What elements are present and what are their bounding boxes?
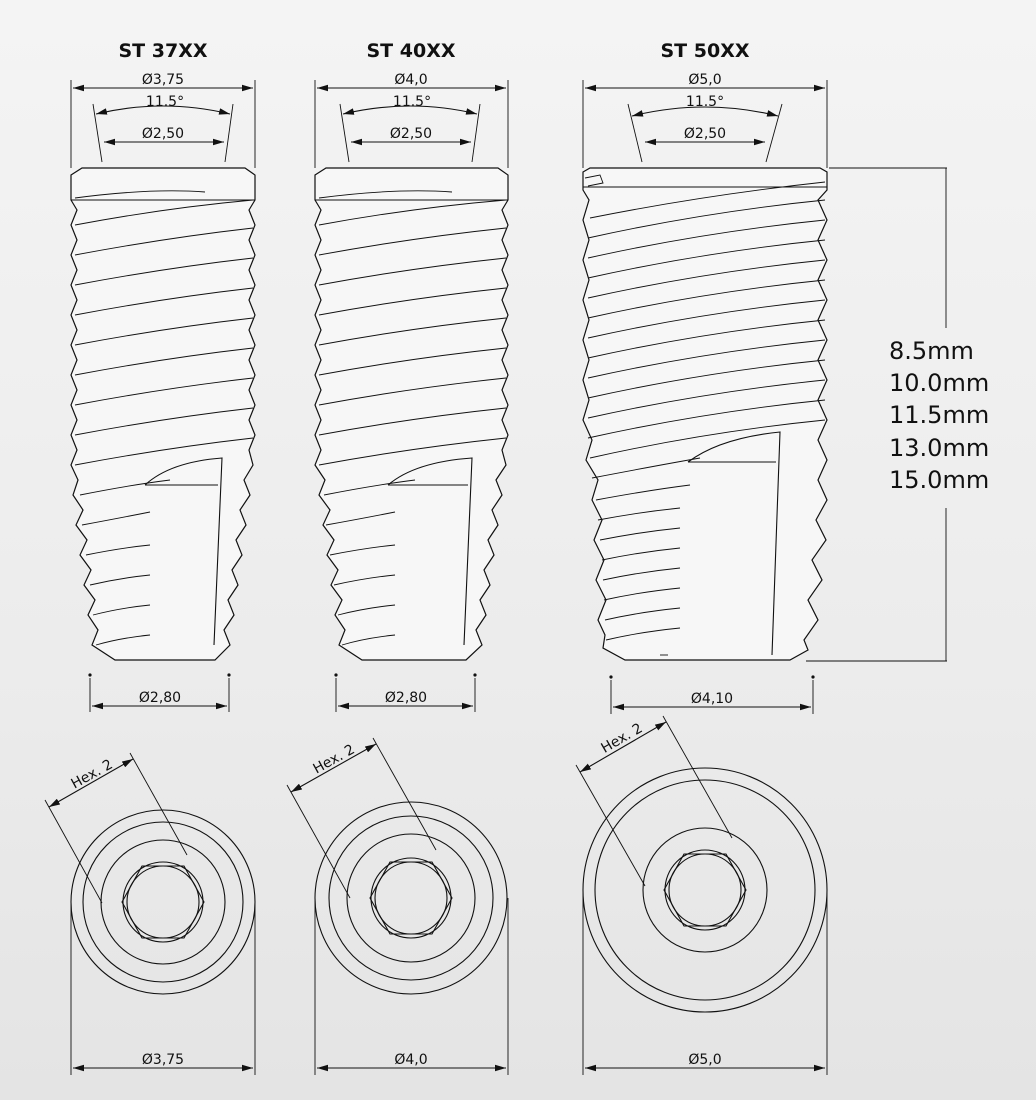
implant-st40xx: ST 40XX Ø4,0 11.5° Ø2,50 — [286, 40, 509, 1075]
inner-diameter-label: Ø2,50 — [142, 126, 184, 142]
length-dimension: 8.5mm 10.0mm 11.5mm 13.0mm 15.0mm — [806, 167, 989, 662]
hex-label: Hex. 2 — [69, 757, 116, 793]
length-option: 13.0mm — [889, 434, 989, 462]
bottom-diameter-label: Ø5,0 — [688, 1052, 721, 1068]
length-option: 15.0mm — [889, 466, 989, 494]
angle-label: 11.5° — [146, 94, 184, 110]
hex-label: Hex. 2 — [311, 742, 358, 778]
implant-st50xx: ST 50XX Ø5,0 11.5° Ø2,50 — [575, 40, 828, 1075]
top-diameter-label: Ø4,0 — [394, 72, 427, 88]
bottom-diameter-label: Ø3,75 — [142, 1052, 184, 1068]
angle-label: 11.5° — [686, 94, 724, 110]
implant-title: ST 37XX — [119, 40, 208, 62]
bottom-diameter-label: Ø4,0 — [394, 1052, 427, 1068]
implant-title: ST 50XX — [661, 40, 750, 62]
top-diameter-label: Ø5,0 — [688, 72, 721, 88]
length-option: 8.5mm — [889, 337, 974, 365]
apex-diameter-label: Ø2,80 — [385, 690, 427, 706]
angle-label: 11.5° — [393, 94, 431, 110]
inner-diameter-label: Ø2,50 — [684, 126, 726, 142]
implant-st37xx: ST 37XX Ø3,75 11.5° Ø2,50 — [44, 40, 256, 1075]
length-option: 10.0mm — [889, 369, 989, 397]
apex-diameter-label: Ø4,10 — [691, 691, 733, 707]
top-diameter-label: Ø3,75 — [142, 72, 184, 88]
implant-title: ST 40XX — [367, 40, 456, 62]
inner-diameter-label: Ø2,50 — [390, 126, 432, 142]
apex-diameter-label: Ø2,80 — [139, 690, 181, 706]
length-option: 11.5mm — [889, 401, 989, 429]
